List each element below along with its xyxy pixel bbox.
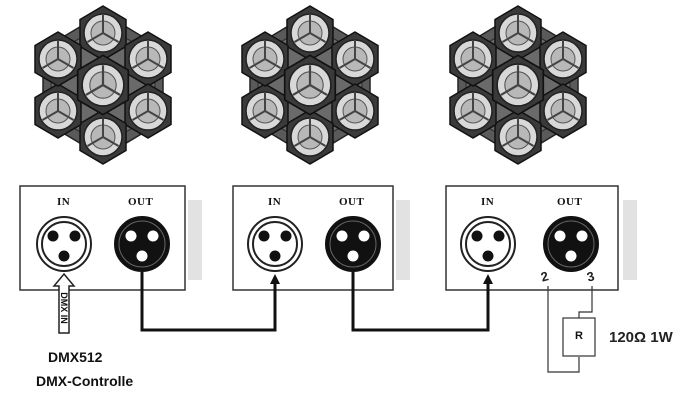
dmx-cable-2 bbox=[351, 272, 490, 332]
side-strip-3 bbox=[623, 200, 637, 280]
out-label-2: OUT bbox=[339, 196, 365, 208]
light-fixture-3 bbox=[450, 6, 586, 164]
cable-arrow-1 bbox=[270, 274, 280, 284]
in-label-2: IN bbox=[268, 196, 282, 208]
controller-name-label: DMX-Controlle bbox=[36, 373, 134, 389]
out-label-3: OUT bbox=[557, 196, 583, 208]
light-fixture-2 bbox=[242, 6, 378, 164]
xlr-output-connector-3 bbox=[543, 216, 599, 272]
side-strip-2 bbox=[396, 200, 410, 280]
resistor-value-label: 120Ω 1W bbox=[609, 329, 673, 346]
side-strip-1 bbox=[188, 200, 202, 280]
controller-protocol-label: DMX512 bbox=[48, 349, 103, 365]
terminator-wire-right bbox=[578, 286, 593, 318]
out-label-1: OUT bbox=[128, 196, 154, 208]
terminator-resistor bbox=[562, 317, 596, 357]
xlr-input-connector-2 bbox=[247, 216, 303, 272]
resistor-letter: R bbox=[575, 330, 583, 342]
in-label-3: IN bbox=[481, 196, 495, 208]
xlr-input-connector-1 bbox=[36, 216, 92, 272]
dmx-in-label: DMX IN bbox=[59, 292, 69, 324]
cable-arrow-2 bbox=[483, 274, 493, 284]
xlr-input-connector-3 bbox=[460, 216, 516, 272]
xlr-output-connector-2 bbox=[325, 216, 381, 272]
dmx-in-arrow bbox=[52, 272, 76, 334]
terminator-wire-left bbox=[547, 286, 580, 373]
in-label-1: IN bbox=[57, 196, 71, 208]
light-fixture-1 bbox=[35, 6, 171, 164]
dmx-cable-1 bbox=[140, 272, 277, 332]
xlr-output-connector-1 bbox=[114, 216, 170, 272]
